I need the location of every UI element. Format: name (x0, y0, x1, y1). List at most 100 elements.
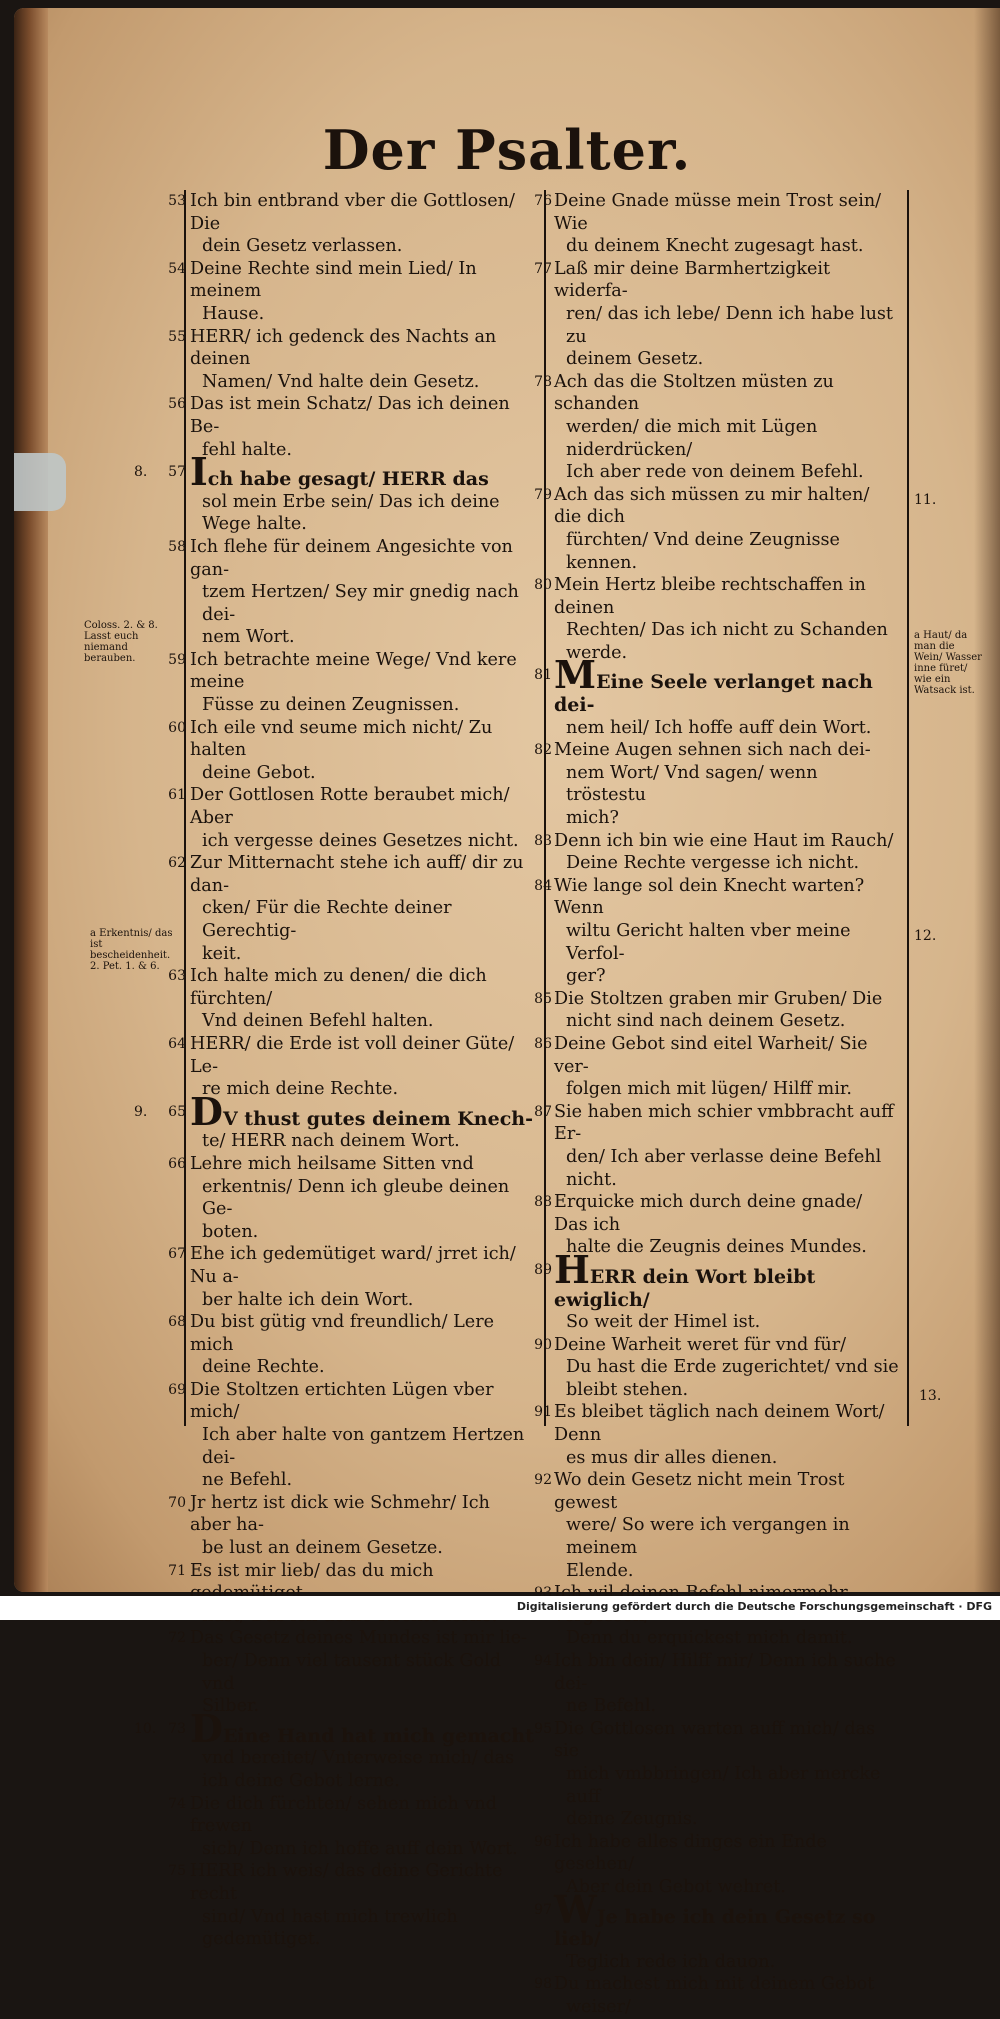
verse-line: HERR dein Wort bleibt ewiglich/ (554, 1246, 816, 1311)
verse-line: Deine Warheit weret für vnd für/ (554, 1334, 847, 1355)
verse-line: Ich habe alles dinges ein Ende gesehen/ (554, 1831, 827, 1875)
page-edge-left (14, 8, 48, 1592)
verse-line: Erquicke mich durch deine gnade/ Das ich (554, 1192, 863, 1235)
verse-line: werde. (566, 642, 628, 663)
verse-line: sind/ Vnd hast mich trewlich gedemütiget… (202, 1906, 458, 1950)
margin-note-erkentnis: a Erkentnis/ das ist bescheidenheit. 2. … (90, 928, 173, 972)
right-column-rule (907, 190, 909, 1426)
verse-line: nem Wort/ Vnd sagen/ wenn tröstestu (566, 762, 818, 806)
verse-line: Ehe ich gedemütiget ward/ jrret ich/ Nu … (190, 1244, 516, 1287)
verse-line: ne Befehl. (566, 1696, 657, 1717)
verse-number: 65 (168, 1103, 186, 1120)
verse-number: 84 (534, 877, 552, 894)
verse-number: 96 (534, 1833, 552, 1850)
verse-line: Hause. (202, 303, 265, 324)
section-number: 10. (134, 1720, 157, 1737)
verse-line: deine Gebot. (202, 762, 316, 783)
verse-line: ber halte ich dein Wort. (202, 1289, 414, 1310)
verse-line: Deine Gebot sind eitel Warheit/ Sie ver- (554, 1033, 868, 1077)
verse-line: Rechten/ Das ich nicht zu Schanden (566, 620, 888, 641)
verse-line: fehl halte. (202, 439, 292, 460)
section-number: 9. (134, 1103, 148, 1120)
section-mark-13: 13. (919, 1388, 942, 1404)
verse-line: Sie haben mich schier vmbbracht auff Er- (554, 1101, 894, 1145)
verse-line: Deine Rechte sind mein Lied/ In meinem (190, 258, 477, 302)
verse-number: 79 (534, 486, 552, 503)
verse-line: mich vmbbringen/ Ich aber mercke auff (566, 1763, 881, 1807)
verse-line: du deinem Knecht zugesagt hast. (566, 236, 864, 257)
verse-number: 69 (168, 1381, 186, 1398)
verse-line: Füsse zu deinen Zeugnissen. (202, 695, 460, 716)
verse-line: DEine Hand hat mich gemacht (190, 1705, 534, 1751)
verse-number: 67 (168, 1246, 186, 1263)
verse-line: Denn du erquickest mich damit. (566, 1628, 853, 1649)
verse-line: Zur Mitternacht stehe ich auff/ dir zu d… (190, 853, 524, 896)
verse-number: 72 (168, 1630, 186, 1647)
verse-number: 63 (168, 968, 186, 985)
verse-number: 55 (168, 328, 186, 345)
verse-line: Ach das die Stoltzen müsten zu schanden (554, 371, 834, 415)
verse-line: Ich aber rede von deinem Befehl. (566, 462, 864, 483)
verse-line: Die dich fürchten/ sehen mich vnd frewen (190, 1793, 497, 1837)
verse-line: Du machest mich mit deinem Gebot (554, 1974, 875, 1995)
footer-bar: Digitalisierung gefördert durch die Deut… (0, 1596, 1000, 1620)
verse-line: wiltu Gericht halten vber meine Verfol- (566, 921, 851, 964)
verse-line: Ich betrachte meine Wege/ Vnd kere meine (190, 649, 517, 693)
verse-line: fürchten/ Vnd deine Zeugnisse kennen. (566, 529, 840, 573)
verse-line: Ich bin entbrand vber die Gottlosen/ Die (190, 191, 515, 234)
verse-line: erkentnis/ Denn ich gleube deinen Ge- (202, 1176, 510, 1220)
verse-number: 74 (168, 1795, 186, 1812)
verse-line: Deine Rechte vergesse ich nicht. (566, 853, 860, 874)
verse-number: 59 (168, 651, 186, 668)
verse-number: 90 (534, 1336, 552, 1353)
verse-line: Elende. (566, 1560, 634, 1581)
verse-number: 87 (534, 1103, 552, 1120)
section-number: 8. (134, 464, 148, 481)
verse-number: 97 (534, 1901, 552, 1918)
verse-line: Die Gottlosen warten auff mich/ das sie (554, 1718, 876, 1762)
verse-line: den/ Ich aber verlasse deine Befehl nich… (566, 1146, 882, 1190)
verse-line: Ich flehe für deinem Angesichte von gan- (190, 536, 513, 580)
verse-line: Ich aber halte von gantzem Hertzen dei- (202, 1425, 525, 1468)
verse-line: es mus dir alles dienen. (566, 1447, 778, 1468)
verse-line: HERR/ die Erde ist voll deiner Güte/ Le- (190, 1033, 515, 1077)
verse-line: Wo dein Gesetz nicht mein Trost gewest (554, 1470, 845, 1513)
bookmark-tab (14, 453, 66, 511)
verse-line: were/ So were ich vergangen in meinem (566, 1515, 850, 1559)
verse-number: 61 (168, 787, 186, 804)
verse-line: ber/ Denn viel tausent stück Gold vnd (202, 1651, 501, 1694)
verse-line: Aber dein Gebot wehret. (566, 1876, 786, 1897)
verse-line: be lust an deinem Gesetze. (202, 1538, 443, 1559)
verse-line: HERR ich weis/ das deine Gerichte recht (190, 1861, 503, 1904)
verse-number: 64 (168, 1035, 186, 1052)
verse-line: deinem Gesetz. (566, 349, 704, 370)
verse-number: 80 (534, 577, 552, 594)
verse-number: 56 (168, 396, 186, 413)
verse-line: weiser/ (566, 1996, 631, 2017)
verse-line: Mein Hertz bleibe rechtschaffen in deine… (554, 575, 866, 618)
verse-number: 95 (534, 1720, 552, 1737)
